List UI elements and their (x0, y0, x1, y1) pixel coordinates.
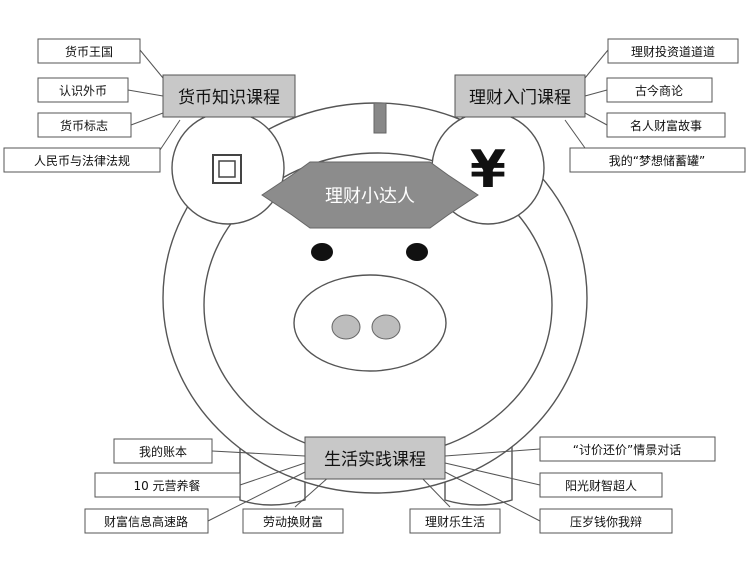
finance-intro-item-box (606, 112, 726, 138)
finance-intro-course-title: 理财入门课程 (469, 88, 571, 108)
pig-eye-right (406, 243, 428, 261)
money-item-box (3, 147, 161, 173)
life-practice-item: 理财乐生活 (425, 515, 485, 529)
center-banner (261, 161, 479, 229)
life-practice-course-group: 生活实践课程 我的账本 10 元营养餐 财富信息高速路 劳动换财富 “讨价还价”… (84, 436, 716, 534)
life-practice-item-box (84, 508, 209, 534)
money-item-box (37, 112, 132, 138)
finance-intro-item-box (606, 77, 713, 103)
coin-slot (373, 102, 387, 134)
center-title: 理财小达人 (325, 186, 415, 207)
finance-intro-item: 理财投资道道道 (631, 44, 715, 59)
pig-snout (293, 274, 447, 372)
life-practice-item-box (113, 438, 213, 464)
yuan-icon: ¥ (470, 140, 506, 200)
money-item: 货币王国 (65, 44, 113, 59)
money-course-group: 货币知识课程 货币王国 认识外币 货币标志 人民币与法律法规 (3, 38, 296, 173)
money-item: 货币标志 (60, 118, 108, 133)
life-practice-item-box (94, 472, 241, 498)
money-course-box (162, 74, 296, 118)
money-item-box (37, 77, 129, 103)
connector-lines (127, 49, 609, 522)
life-practice-item: 阳光财智超人 (565, 478, 637, 493)
finance-intro-item: 名人财富故事 (630, 118, 702, 133)
finance-intro-course-box (454, 74, 586, 118)
money-item: 人民币与法律法规 (34, 153, 130, 168)
pig-nostril-left (331, 314, 361, 340)
finance-intro-item-box (569, 147, 746, 173)
life-practice-item: 10 元营养餐 (133, 478, 200, 493)
pig-eye-left (311, 243, 333, 261)
life-practice-item-box (539, 436, 716, 462)
life-practice-item: “讨价还价”情景对话 (573, 443, 681, 457)
finance-intro-item-box (607, 38, 739, 64)
finance-intro-item: 我的“梦想储蓄罐” (609, 153, 705, 168)
life-practice-item: 劳动换财富 (263, 514, 323, 529)
finance-intro-item: 古今商论 (635, 83, 683, 98)
life-practice-item-box (409, 508, 501, 534)
finance-intro-course-group: 理财入门课程 理财投资道道道 古今商论 名人财富故事 我的“梦想储蓄罐” (454, 38, 746, 173)
life-practice-item: 财富信息高速路 (104, 514, 188, 529)
life-practice-item-box (539, 508, 673, 534)
pig-nostril-right (371, 314, 401, 340)
life-practice-course-box (304, 436, 446, 480)
life-practice-item: 我的账本 (139, 444, 187, 459)
life-practice-course-title: 生活实践课程 (324, 450, 426, 470)
life-practice-item: 压岁钱你我辩 (570, 514, 642, 529)
square-coin-icon (212, 154, 242, 184)
money-course-title: 货币知识课程 (178, 88, 280, 108)
life-practice-item-box (242, 508, 344, 534)
money-item-box (37, 38, 141, 64)
money-item: 认识外币 (59, 84, 107, 98)
pig-ear-left (171, 111, 285, 225)
life-practice-item-box (539, 472, 663, 498)
